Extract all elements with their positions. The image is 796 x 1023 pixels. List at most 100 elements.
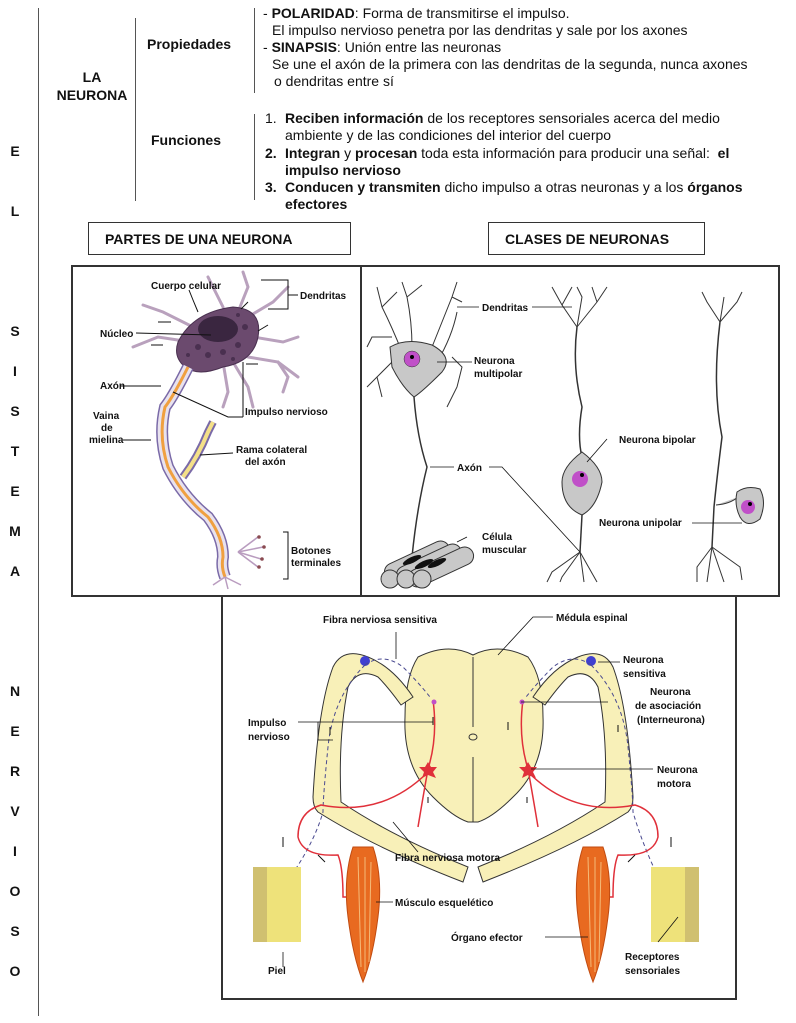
collateral-branch-shape xyxy=(181,421,215,479)
label-dendritas: Dendritas xyxy=(482,303,529,314)
side-title-letter: T xyxy=(10,443,20,459)
label-rama2: del axón xyxy=(245,457,286,468)
muscle-left xyxy=(345,846,381,984)
direction-arrows xyxy=(282,717,672,863)
funciones-label: Funciones xyxy=(151,132,222,148)
label-rama1: Rama colateral xyxy=(236,445,307,456)
polaridad-term: POLARIDAD xyxy=(271,5,355,21)
clases-title: CLASES DE NEURONAS xyxy=(505,230,670,247)
label-piel: Piel xyxy=(268,966,286,977)
label-fibra-sensitiva: Fibra nerviosa sensitiva xyxy=(323,615,437,626)
label-medula: Médula espinal xyxy=(556,613,628,624)
funcion-text: dicho impulso a otras neuronas y a los xyxy=(440,179,688,195)
side-title-letter: O xyxy=(9,963,21,979)
sinapsis-def: : Unión entre las neuronas xyxy=(336,39,502,55)
funcion-item-1: 1.Reciben información de los receptores … xyxy=(265,110,720,144)
label-botones1: Botones xyxy=(291,546,331,557)
muscle-right xyxy=(575,846,611,984)
label-vaina3: mielina xyxy=(89,435,124,446)
funcion-bold: el xyxy=(717,145,730,161)
side-title-letter: I xyxy=(13,363,17,379)
funcion-bold: Reciben información xyxy=(285,110,424,126)
funcion-text: toda esta información para producir una … xyxy=(417,145,718,161)
partes-panel: Cuerpo celular Dendritas Núcleo Axón Imp… xyxy=(71,265,362,597)
side-title-letter: S xyxy=(10,403,20,419)
impulse-arrows xyxy=(151,301,269,365)
label-fibra-motora: Fibra nerviosa motora xyxy=(395,853,500,864)
left-nerve-root xyxy=(312,653,469,883)
sinapsis-line3: o dendritas entre sí xyxy=(274,73,394,89)
label-vaina2: de xyxy=(101,423,113,434)
side-title-letter: S xyxy=(10,323,20,339)
label-neurona-sensitiva1: Neurona xyxy=(623,655,664,666)
label-impulso1: Impulso xyxy=(248,718,286,729)
funcion-num: 2. xyxy=(265,145,277,161)
label-botones2: terminales xyxy=(291,558,341,569)
right-nerve-root xyxy=(477,653,634,883)
neurona-title-line1: LA xyxy=(82,69,102,85)
funcion-line2: ambiente y de las condiciones del interi… xyxy=(285,127,612,143)
funciones-divider xyxy=(254,114,255,200)
label-motora1: Neurona xyxy=(657,765,698,776)
partes-title: PARTES DE UNA NEURONA xyxy=(105,230,293,247)
funcion-bold: órganos xyxy=(687,179,743,195)
funcion-num: 3. xyxy=(265,179,277,195)
unipolar-axon xyxy=(711,321,723,548)
label-bipolar: Neurona bipolar xyxy=(619,435,696,446)
propiedades-divider xyxy=(254,8,255,93)
label-impulso: Impulso nervioso xyxy=(245,407,328,418)
funcion-line2: efectores xyxy=(285,196,348,212)
label-organo: Órgano efector xyxy=(451,931,523,944)
funcion-item-2: 2. Integran y procesan toda esta informac… xyxy=(265,145,729,179)
spinal-cord-shape xyxy=(404,648,544,823)
label-celula2: muscular xyxy=(482,545,527,556)
label-impulso2: nervioso xyxy=(248,732,290,743)
unipolar-nucleus xyxy=(741,500,755,514)
sinapsis-line: - SINAPSIS: Unión entre las neuronas xyxy=(263,39,502,55)
side-title-letter: E xyxy=(10,483,20,499)
funcion-bold: Conducen y transmiten xyxy=(285,179,441,195)
polaridad-line2: El impulso nervioso penetra por las dend… xyxy=(272,22,688,38)
funcion-bold: Integran xyxy=(285,145,341,161)
clases-panel: Dendritas Neurona multipolar Axón Neuron… xyxy=(360,265,780,597)
sinapsis-term: SINAPSIS xyxy=(271,39,337,55)
label-neurona-sensitiva2: sensitiva xyxy=(623,669,666,680)
bipolar-dendrites xyxy=(551,286,608,328)
reflejo-leader-lines xyxy=(282,616,679,967)
partes-title-box: PARTES DE UNA NEURONA xyxy=(88,222,351,255)
clases-title-box: CLASES DE NEURONAS xyxy=(488,222,705,255)
funcion-num: 1. xyxy=(265,110,277,126)
cell-granules xyxy=(186,313,248,361)
label-asociacion3: (Interneurona) xyxy=(637,715,705,726)
label-dendritas: Dendritas xyxy=(300,291,347,302)
reflejo-diagram: Fibra nerviosa sensitiva Médula espinal … xyxy=(248,613,705,984)
neurona-title-line2: NEURONA xyxy=(56,87,128,103)
side-title-letter: R xyxy=(9,763,21,779)
side-title-letter: L xyxy=(10,203,20,219)
multipolar-body xyxy=(389,341,447,398)
label-musculo: Músculo esquelético xyxy=(395,898,493,909)
side-title-letter: E xyxy=(10,723,20,739)
unipolar-dendrites xyxy=(701,291,743,323)
terminal-branches xyxy=(212,536,264,590)
side-title-letter: S xyxy=(10,923,20,939)
multipolar-axon xyxy=(411,396,428,558)
funcion-text: y xyxy=(340,145,356,161)
axon-shape xyxy=(160,366,227,578)
funcion-bold: procesan xyxy=(355,145,418,161)
bipolar-nucleus xyxy=(572,471,588,487)
side-title-letter: V xyxy=(10,803,20,819)
terminal-buttons xyxy=(257,535,266,569)
dendrites-shape xyxy=(131,270,300,409)
nucleus-shape xyxy=(198,316,238,342)
polaridad-def: : Forma de transmitirse el impulso. xyxy=(354,5,570,21)
label-receptores2: sensoriales xyxy=(625,966,680,977)
leader-lines xyxy=(121,279,298,580)
label-multipolar1: Neurona xyxy=(474,356,515,367)
side-title-letter: I xyxy=(13,843,17,859)
interneuron-left xyxy=(431,699,437,705)
motor-neuron-left xyxy=(419,762,437,778)
muscle-cells xyxy=(380,540,475,589)
neurona-divider xyxy=(135,18,136,201)
label-asociacion2: de asociación xyxy=(635,701,701,712)
